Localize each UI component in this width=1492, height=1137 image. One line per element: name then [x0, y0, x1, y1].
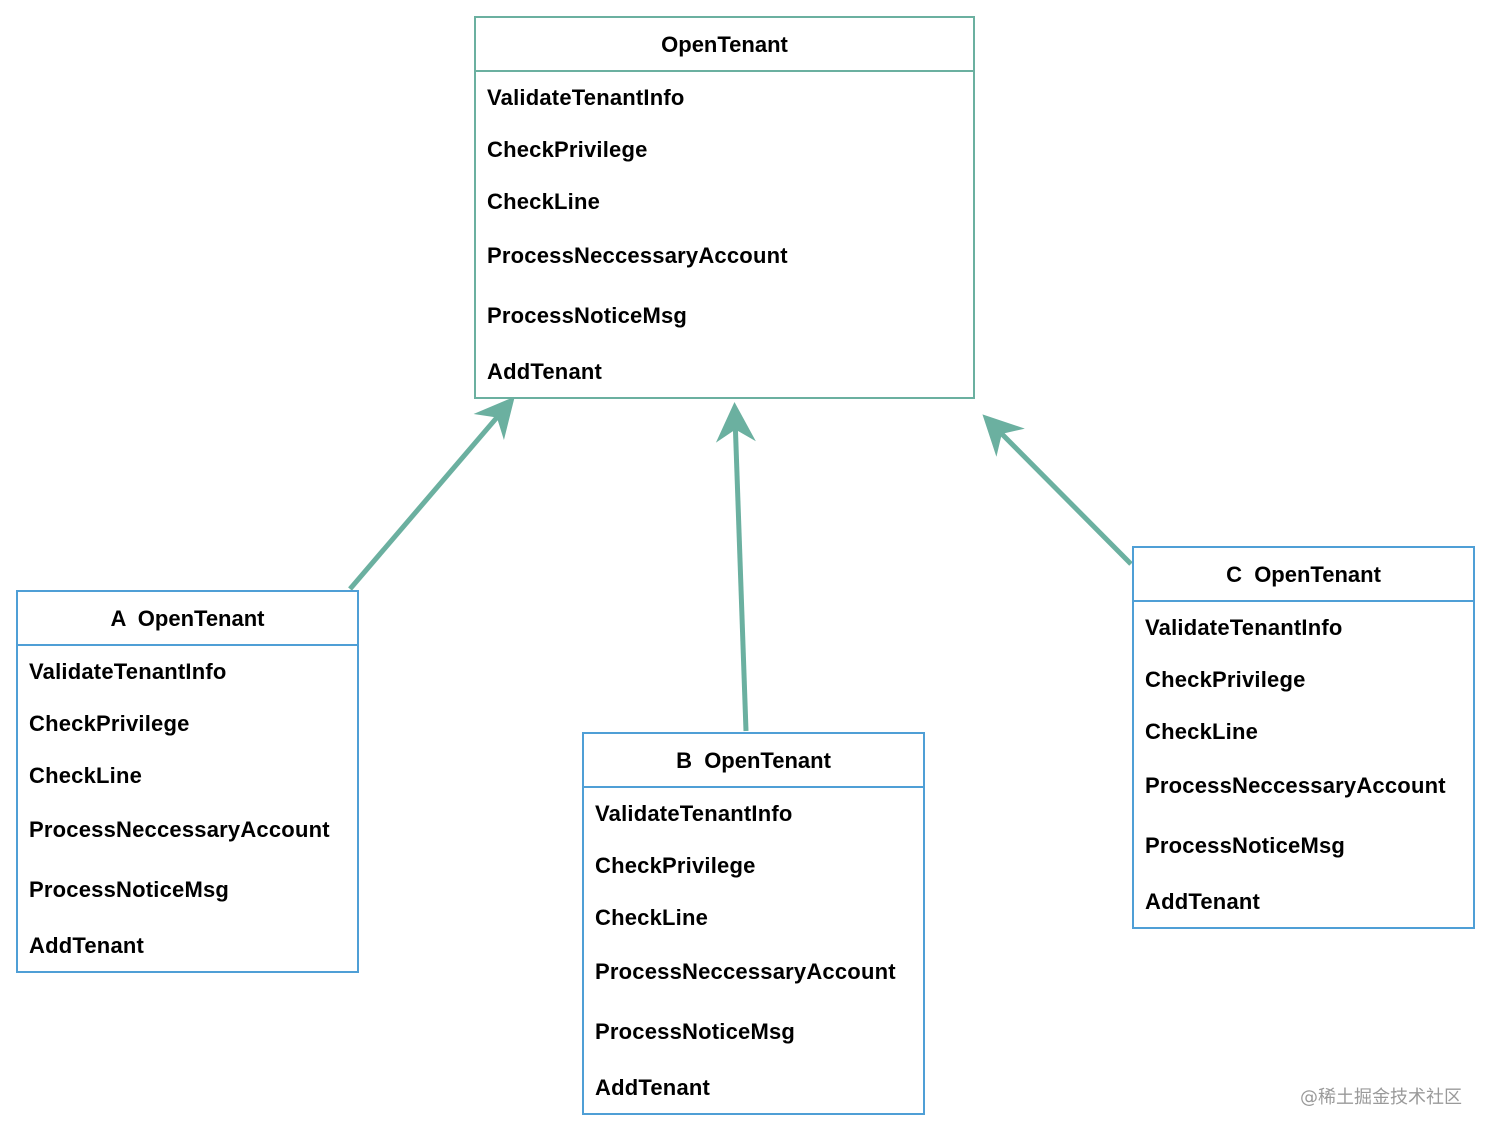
parent-class-title: OpenTenant [476, 18, 973, 72]
method-item: AddTenant [1145, 889, 1261, 914]
method-item: AddTenant [595, 1075, 711, 1100]
child-class-title: A OpenTenant [18, 592, 357, 646]
method-item: CheckLine [29, 763, 143, 788]
method-item: ProcessNoticeMsg [487, 303, 688, 328]
method-item: ProcessNoticeMsg [595, 1019, 796, 1044]
child-method-list: ValidateTenantInfo CheckPrivilege CheckL… [1134, 602, 1473, 930]
method-item: CheckPrivilege [1145, 667, 1306, 692]
child-class-title: C OpenTenant [1134, 548, 1473, 602]
method-item: CheckLine [487, 189, 601, 214]
parent-class-box: OpenTenant ValidateTenantInfo CheckPrivi… [474, 16, 975, 399]
arrow-a-to-parent [348, 396, 515, 591]
method-item: AddTenant [487, 359, 603, 384]
method-item: ProcessNoticeMsg [29, 877, 230, 902]
method-item: AddTenant [29, 933, 145, 958]
arrow-b-to-parent [715, 402, 756, 732]
method-item: CheckPrivilege [29, 711, 190, 736]
watermark-text: @稀土掘金技术社区 [1300, 1087, 1462, 1108]
method-item: ValidateTenantInfo [595, 801, 793, 826]
child-method-list: ValidateTenantInfo CheckPrivilege CheckL… [584, 788, 923, 1116]
method-item: ValidateTenantInfo [1145, 615, 1343, 640]
arrow-c-to-parent [982, 414, 1133, 566]
method-item: ValidateTenantInfo [487, 85, 685, 110]
parent-method-list: ValidateTenantInfo CheckPrivilege CheckL… [476, 72, 973, 400]
method-item: ProcessNoticeMsg [1145, 833, 1346, 858]
method-item: CheckPrivilege [595, 853, 756, 878]
method-item: CheckLine [1145, 719, 1259, 744]
method-item: ProcessNeccessaryAccount [29, 817, 330, 842]
child-method-list: ValidateTenantInfo CheckPrivilege CheckL… [18, 646, 357, 974]
method-item: CheckLine [595, 905, 709, 930]
child-class-box-b: B OpenTenant ValidateTenantInfo CheckPri… [582, 732, 925, 1115]
method-item: ProcessNeccessaryAccount [595, 959, 896, 984]
child-class-title: B OpenTenant [584, 734, 923, 788]
method-item: ProcessNeccessaryAccount [1145, 773, 1446, 798]
child-class-box-a: A OpenTenant ValidateTenantInfo CheckPri… [16, 590, 359, 973]
method-item: CheckPrivilege [487, 137, 648, 162]
method-item: ValidateTenantInfo [29, 659, 227, 684]
method-item: ProcessNeccessaryAccount [487, 243, 788, 268]
child-class-box-c: C OpenTenant ValidateTenantInfo CheckPri… [1132, 546, 1475, 929]
